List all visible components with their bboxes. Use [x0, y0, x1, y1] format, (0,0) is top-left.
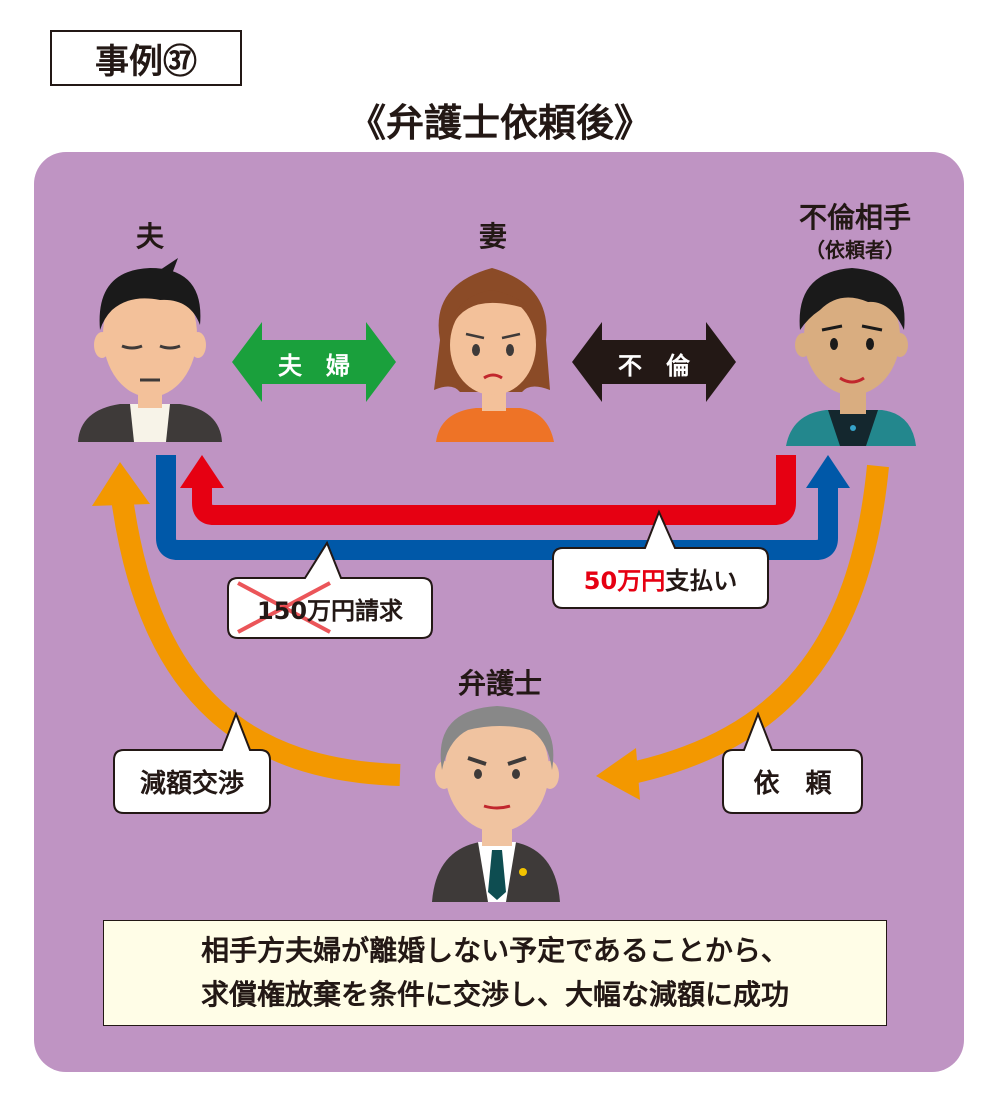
note-line-1: 相手方夫婦が離婚しない予定であることから、 [201, 934, 789, 967]
couple-arrow [232, 322, 396, 402]
partner-label: 不倫相手 [798, 201, 911, 234]
result-note: 相手方夫婦が離婚しない予定であることから、 求償権放棄を条件に交渉し、大幅な減額… [103, 920, 887, 1026]
claim-bubble [227, 540, 433, 639]
payment-bubble [552, 509, 769, 609]
negotiation-arrow [92, 462, 401, 786]
case-label: 事例㊲ [50, 30, 242, 86]
couple-arrow-label: 夫 婦 [278, 352, 350, 380]
payment-suffix: 支払い [665, 566, 738, 595]
payment-arrow [180, 455, 796, 525]
strike-mark [237, 581, 331, 634]
lawyer-label: 弁護士 [457, 667, 542, 700]
payment-amount: 50万円 [583, 566, 666, 595]
page-title: 《弁護士依頼後》 [347, 101, 652, 145]
negotiation-bubble [113, 711, 271, 814]
request-bubble-text: 依 頼 [753, 769, 832, 799]
lawyer-icon [432, 706, 560, 902]
claim-suffix: 請求 [355, 596, 404, 625]
payment-bubble-text: 50万円支払い [553, 548, 768, 608]
wife-icon [434, 268, 554, 442]
claim-bubble-text: 150万円請求 [228, 578, 432, 638]
negotiation-bubble-text: 減額交渉 [139, 769, 244, 799]
note-line-2: 求償権放棄を条件に交渉し、大幅な減額に成功 [200, 978, 789, 1011]
affair-arrow [572, 322, 736, 402]
husband-label: 夫 [135, 220, 164, 253]
wife-label: 妻 [478, 220, 507, 253]
request-bubble [722, 711, 863, 814]
request-arrow [596, 464, 889, 800]
partner-sublabel: （依頼者） [805, 238, 905, 262]
husband-icon [78, 258, 222, 442]
affair-arrow-label: 不 倫 [618, 352, 690, 380]
partner-icon [786, 268, 916, 446]
claim-amount: 150万円 [256, 596, 356, 625]
claim-arrow [156, 455, 850, 560]
